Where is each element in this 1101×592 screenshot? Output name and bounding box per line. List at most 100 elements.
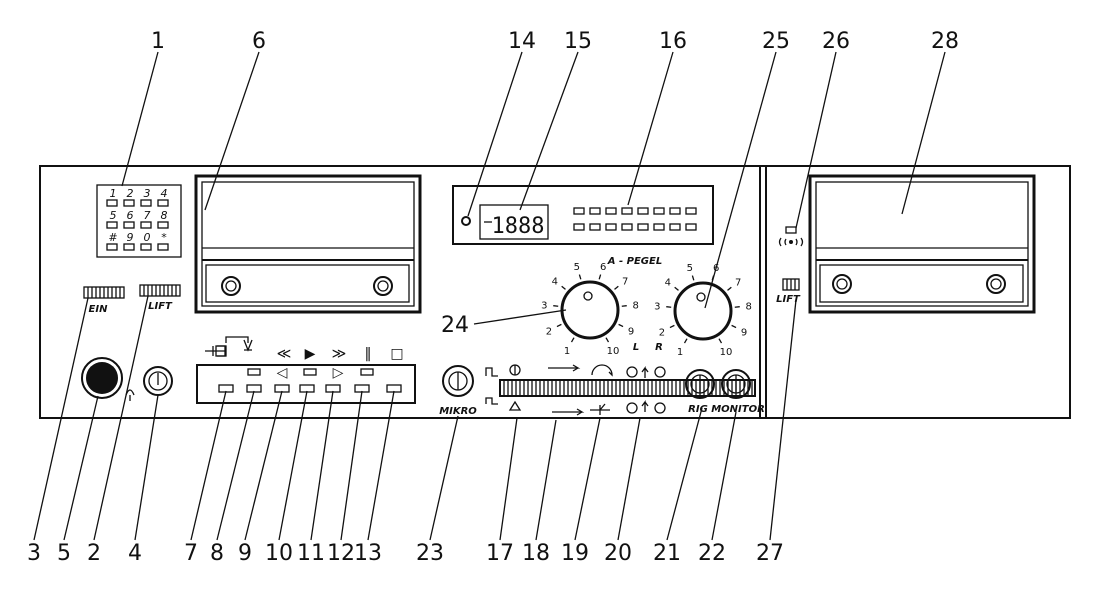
- knob-tick-mark: [553, 305, 559, 307]
- knob-tick-label: 1: [677, 347, 683, 358]
- pulse-icon-bottom: [485, 397, 498, 405]
- slider-block[interactable]: [499, 379, 756, 397]
- transport-upper-key[interactable]: [360, 368, 374, 376]
- knob-tick-label: 8: [633, 301, 639, 312]
- keypad-key-label: 1: [110, 187, 117, 200]
- transport-symbol: ▶: [305, 346, 316, 362]
- level-led: [589, 207, 601, 215]
- level-led: [589, 223, 601, 231]
- keypad-key[interactable]: [157, 243, 169, 251]
- monitor-socket: [721, 369, 751, 399]
- level-led: [669, 207, 681, 215]
- keypad-key[interactable]: [106, 221, 118, 229]
- knob-tick-mark: [683, 338, 688, 344]
- knob-tick-mark: [570, 337, 575, 343]
- keypad-key[interactable]: [123, 221, 135, 229]
- led-indicator-14: [461, 216, 471, 226]
- ein-switch[interactable]: [83, 286, 125, 299]
- keypad-key[interactable]: [106, 243, 118, 251]
- level-led: [621, 223, 633, 231]
- level-knob-right[interactable]: [673, 281, 733, 341]
- keypad-key[interactable]: [123, 243, 135, 251]
- record-symbol-icon: [205, 345, 226, 357]
- leader-lines: [33, 51, 946, 541]
- level-knob-left[interactable]: [560, 280, 620, 340]
- triangle-icon: [508, 400, 522, 411]
- a-pegel-label: A - PEGEL: [607, 256, 662, 267]
- callout-number: 3: [27, 541, 41, 566]
- callout-number: 23: [416, 541, 444, 566]
- transport-key[interactable]: [274, 384, 290, 393]
- knob-tick-label: 4: [665, 277, 671, 288]
- knob-tick-label: 5: [687, 263, 693, 274]
- callout-number: 27: [756, 541, 784, 566]
- keypad-key[interactable]: [157, 199, 169, 207]
- din-socket-4: [143, 366, 173, 396]
- keypad-key[interactable]: [140, 221, 152, 229]
- arrow-icon-bottom: [552, 408, 585, 416]
- level-led: [637, 223, 649, 231]
- rotate-icon: [591, 364, 613, 377]
- counter-display: [479, 204, 549, 240]
- knob-tick-label: 2: [546, 327, 552, 338]
- level-led: [685, 223, 697, 231]
- knob-tick-label: 5: [574, 262, 580, 273]
- callout-number: 14: [508, 29, 536, 54]
- knob-left-channel-label: L: [633, 342, 639, 353]
- cassette-compartment-right: [808, 174, 1036, 314]
- keypad-key-label: 8: [161, 209, 168, 222]
- cassette-compartment-left: [194, 174, 422, 314]
- rig-label: RIG: [688, 404, 708, 415]
- knob-tick-mark: [605, 337, 610, 343]
- keypad-key[interactable]: [140, 199, 152, 207]
- transport-key[interactable]: [325, 384, 341, 393]
- transport-key[interactable]: [354, 384, 370, 393]
- knob-tick-mark: [731, 324, 737, 329]
- level-led: [653, 223, 665, 231]
- lift-switch-left[interactable]: [139, 284, 181, 297]
- keypad-key[interactable]: [140, 243, 152, 251]
- transport-direction-symbol: ◁: [277, 365, 288, 381]
- knob-right-channel-label: R: [655, 342, 663, 353]
- keypad-key-label: 4: [161, 187, 168, 200]
- callout-number: 20: [604, 541, 632, 566]
- pulse-icon-top: [485, 367, 498, 377]
- lift-switch-right[interactable]: [782, 278, 800, 291]
- mikro-label: MIKRO: [439, 406, 477, 417]
- callout-number: 9: [238, 541, 252, 566]
- callout-number: 19: [561, 541, 589, 566]
- callout-number: 17: [486, 541, 514, 566]
- level-led: [621, 207, 633, 215]
- record-square-icon: [215, 345, 227, 357]
- knob-tick-label: 7: [735, 277, 741, 288]
- power-knob[interactable]: [81, 357, 123, 399]
- callout-number: 4: [128, 541, 142, 566]
- transport-key[interactable]: [299, 384, 315, 393]
- transport-symbol: ≪: [277, 346, 292, 362]
- transport-symbol: ‖: [365, 346, 372, 362]
- lift-label-right: LIFT: [776, 294, 801, 305]
- transport-symbol: ≫: [332, 346, 347, 362]
- transport-upper-key[interactable]: [247, 368, 261, 376]
- callout-number: 16: [659, 29, 687, 54]
- knob-tick-label: 10: [607, 346, 620, 357]
- keypad-key-label: 6: [127, 209, 134, 222]
- keypad-key[interactable]: [123, 199, 135, 207]
- transport-key[interactable]: [218, 384, 234, 393]
- level-meter-leds: [573, 207, 697, 231]
- transport-upper-key[interactable]: [303, 368, 317, 376]
- callout-number: 5: [57, 541, 71, 566]
- callout-number: 8: [210, 541, 224, 566]
- knob-tick-mark: [727, 286, 732, 291]
- ein-label: EIN: [89, 304, 109, 315]
- keypad-key[interactable]: [157, 221, 169, 229]
- callout-number: 24: [441, 313, 469, 338]
- knob-tick-mark: [614, 285, 619, 290]
- callout-number: 6: [252, 29, 266, 54]
- level-led: [685, 207, 697, 215]
- transport-key[interactable]: [246, 384, 262, 393]
- transport-key[interactable]: [386, 384, 402, 393]
- knob-tick-label: 8: [746, 302, 752, 313]
- keypad-key[interactable]: [106, 199, 118, 207]
